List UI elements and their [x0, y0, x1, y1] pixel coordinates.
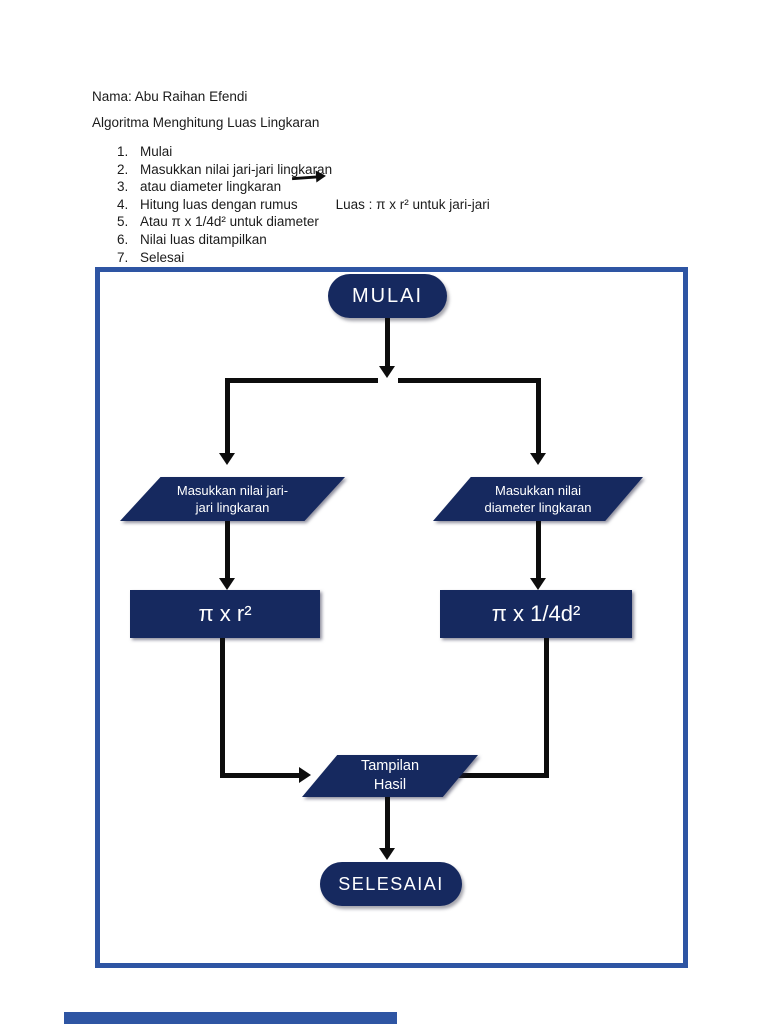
flowchart-start-terminator: MULAI — [328, 274, 447, 318]
list-item-number: 1. — [117, 144, 129, 159]
input-radius-line1: Masukkan nilai jari- — [176, 483, 289, 498]
process-radius-formula-label: π x r² — [198, 601, 252, 626]
arrow-merge-right-down — [544, 638, 549, 778]
list-item-text: Hitung luas dengan rumus — [140, 196, 298, 212]
list-item-number: 6. — [117, 231, 129, 247]
flowchart-process-diameter-formula: π x 1/4d² — [440, 590, 632, 638]
algorithm-step-list: 1. Mulai 2. Masukkan nilai jari-jari lin… — [117, 143, 490, 266]
flowchart-output-result: Tampilan Hasil — [302, 755, 478, 797]
flowchart-end-terminator: SELESAIAI — [320, 862, 462, 906]
arrowhead-down-icon — [379, 366, 395, 378]
list-item-text: Masukkan nilai jari-jari lingkaran — [140, 161, 333, 177]
flowchart-input-radius: Masukkan nilai jari- jari lingkaran — [120, 477, 345, 521]
end-label: SELESAIAI — [338, 873, 444, 894]
arrow-merge-left-horizontal — [220, 773, 300, 778]
arrowhead-down-icon — [219, 578, 235, 590]
list-item: 4. Hitung luas dengan rumus Luas : π x r… — [117, 196, 490, 214]
arrow-branch-left — [225, 378, 230, 454]
list-item-number: 3. — [117, 179, 129, 195]
list-item-number: 2. — [117, 161, 129, 177]
flowchart-process-radius-formula: π x r² — [130, 590, 320, 638]
list-item: 2. Masukkan nilai jari-jari lingkaran — [117, 161, 490, 179]
list-item: 7. Selesai — [117, 249, 490, 267]
arrowhead-down-icon — [379, 848, 395, 860]
list-item: 1. Mulai — [117, 143, 490, 161]
arrow-output-down — [385, 797, 390, 849]
list-item-text: Nilai luas ditampilkan — [140, 231, 267, 247]
list-item-number: 7. — [117, 249, 129, 265]
output-line2: Hasil — [373, 777, 407, 793]
split-bar-right — [398, 378, 541, 383]
list-item-text: atau diameter lingkaran — [140, 179, 282, 195]
list-item-text: Mulai — [140, 144, 173, 159]
list-item: 6. Nilai luas ditampilkan — [117, 231, 490, 249]
arrow-start-down — [385, 318, 390, 367]
flowchart-input-diameter: Masukkan nilai diameter lingkaran — [433, 477, 643, 521]
arrow-merge-left-down — [220, 638, 225, 778]
arrow-input-left-down — [225, 521, 230, 579]
arrowhead-right-icon — [299, 767, 311, 783]
algorithm-title: Algoritma Menghitung Luas Lingkaran — [92, 115, 320, 130]
author-name-line: Nama: Abu Raihan Efendi — [92, 89, 248, 104]
start-label: MULAI — [351, 284, 424, 307]
input-diameter-line2: diameter lingkaran — [484, 500, 592, 515]
input-diameter-line1: Masukkan nilai — [495, 483, 581, 498]
output-line1: Tampilan — [360, 758, 420, 774]
list-item-text: Selesai — [140, 249, 185, 265]
input-radius-line2: jari lingkaran — [195, 500, 270, 515]
list-item-formula-note: Luas : π x r² untuk jari-jari — [335, 196, 490, 212]
list-item-text: Atau π x 1/4d² untuk diameter — [140, 214, 319, 230]
arrow-branch-right — [536, 378, 541, 454]
list-item-number: 4. — [117, 196, 129, 212]
list-item-number: 5. — [117, 214, 129, 230]
flowchart-frame: MULAI Masukkan nilai jari- jari lingkara… — [95, 267, 688, 968]
list-item: 3. atau diameter lingkaran — [117, 178, 490, 196]
arrow-input-right-down — [536, 521, 541, 579]
list-item: 5. Atau π x 1/4d² untuk diameter — [117, 213, 490, 231]
annotation-right-arrow-icon — [291, 169, 327, 184]
arrowhead-down-icon — [530, 578, 546, 590]
arrowhead-down-icon — [530, 453, 546, 465]
arrow-merge-right-horizontal — [380, 773, 549, 778]
process-diameter-formula-label: π x 1/4d² — [491, 601, 581, 626]
arrowhead-down-icon — [219, 453, 235, 465]
split-bar-left — [225, 378, 378, 383]
next-page-edge — [64, 1012, 397, 1024]
